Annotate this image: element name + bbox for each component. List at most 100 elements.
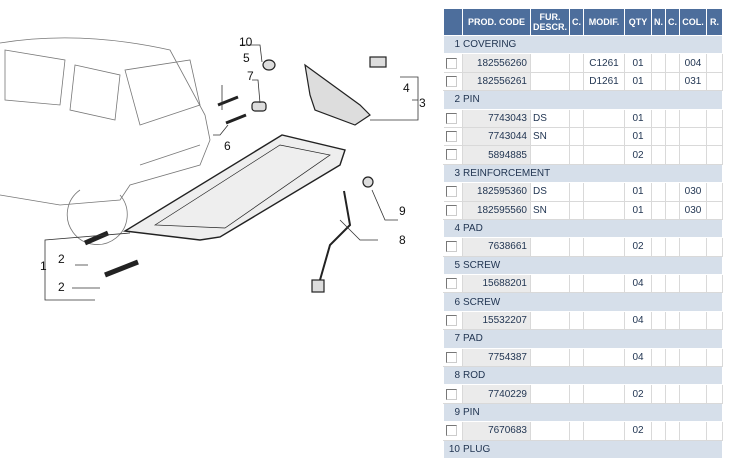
select-checkbox[interactable] [445,149,457,161]
group-number: 7 [454,333,460,345]
header-c2: C. [665,8,680,36]
prod-code[interactable]: 7638661 [462,237,531,257]
fur-descr: SN [530,127,570,147]
prod-code[interactable]: 15688201 [462,274,531,294]
modif [583,201,625,220]
col [679,311,707,331]
group-number: 4 [454,223,460,235]
select-checkbox[interactable] [445,131,457,143]
table-row[interactable]: 182595560 SN 01 030 [443,201,723,220]
select-checkbox[interactable] [445,75,457,87]
select-cell [443,109,463,128]
group-name: REINFORCEMENT [463,167,551,179]
c2-cell [665,109,680,128]
c-cell [569,421,584,441]
table-row[interactable]: 7754387 04 [443,348,723,368]
qty: 04 [624,348,652,368]
modif [583,311,625,331]
prod-code[interactable]: 7670683 [462,421,531,441]
select-checkbox[interactable] [445,186,457,198]
select-cell [443,145,463,165]
select-cell [443,72,463,92]
modif [583,348,625,368]
prod-code[interactable]: 7743044 [462,127,531,147]
table-row[interactable]: 7740229 02 [443,384,723,404]
callout-4: 4 [403,81,410,95]
c-cell [569,311,584,331]
modif [583,109,625,128]
group-number: 1 [454,39,460,51]
c2-cell [665,182,680,202]
car-outline [0,37,211,245]
prod-code[interactable]: 182556261 [462,72,531,92]
n-cell [651,72,666,92]
prod-code[interactable]: 182556260 [462,53,531,73]
select-checkbox[interactable] [445,278,457,290]
fur-descr [530,311,570,331]
col [679,127,707,147]
prod-code[interactable]: 182595560 [462,201,531,220]
table-row[interactable]: 182595360 DS 01 030 [443,182,723,202]
select-checkbox[interactable] [445,204,457,216]
table-row[interactable]: 7670683 02 [443,421,723,441]
group-name: SCREW [463,296,501,308]
select-cell [443,384,463,404]
qty: 02 [624,421,652,441]
n-cell [651,145,666,165]
callout-9: 9 [399,204,406,218]
col [679,348,707,368]
header-fur-descr: FUR. DESCR. [530,8,570,36]
modif [583,384,625,404]
group-number: 10 [448,443,460,455]
table-row[interactable]: 5894885 02 [443,145,723,165]
c2-cell [665,348,680,368]
table-row[interactable]: 7638661 02 [443,237,723,257]
prod-code[interactable]: 7740229 [462,384,531,404]
select-checkbox[interactable] [445,388,457,400]
select-checkbox[interactable] [445,314,457,326]
r-cell [706,348,723,368]
group-name: PAD [463,223,483,235]
n-cell [651,182,666,202]
select-checkbox[interactable] [445,351,457,363]
r-cell [706,421,723,441]
prod-code[interactable]: 5894885 [462,145,531,165]
qty: 01 [624,127,652,147]
select-checkbox[interactable] [445,112,457,124]
table-row[interactable]: 7743043 DS 01 [443,109,723,128]
select-checkbox[interactable] [445,57,457,69]
col [679,421,707,441]
qty: 01 [624,201,652,220]
c-cell [569,348,584,368]
r-cell [706,311,723,331]
table-row[interactable]: 15688201 04 [443,274,723,294]
table-row[interactable]: 15532207 04 [443,311,723,331]
r-cell [706,384,723,404]
select-checkbox[interactable] [445,425,457,437]
prod-code[interactable]: 182595360 [462,182,531,202]
n-cell [651,237,666,257]
group-number: 6 [454,296,460,308]
r-cell [706,72,723,92]
select-checkbox[interactable] [445,241,457,253]
table-row[interactable]: 182556261 D1261 01 031 [443,72,723,92]
fur-descr [530,274,570,294]
table-row[interactable]: 182556260 C1261 01 004 [443,53,723,73]
prod-code[interactable]: 7743043 [462,109,531,128]
table-row[interactable]: 7743044 SN 01 [443,127,723,147]
prod-code[interactable]: 7754387 [462,348,531,368]
prod-code[interactable]: 15532207 [462,311,531,331]
n-cell [651,348,666,368]
group-number: 3 [454,167,460,179]
group-name: SCREW [463,259,501,271]
